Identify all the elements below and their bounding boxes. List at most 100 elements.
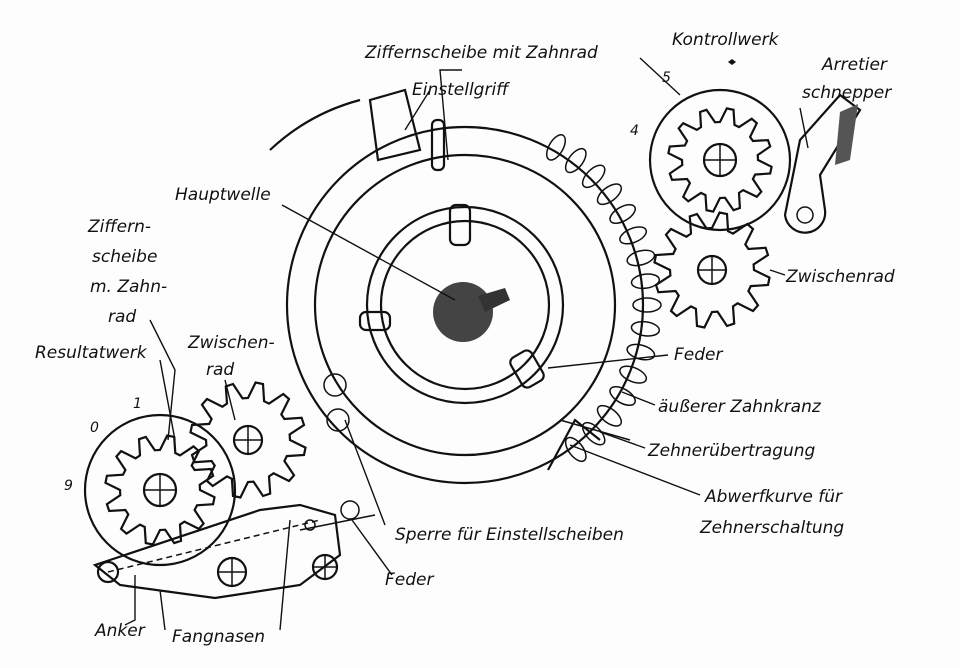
leader-lines (124, 57, 809, 631)
drum-ring (313, 153, 617, 457)
dial-number-left-0: 0 (90, 420, 99, 436)
hauptwelle-shaft (433, 282, 493, 342)
kontrollwerk-hub-cross (704, 144, 736, 176)
leader-kontrollwerk (639, 57, 681, 96)
outer-rim-tooth (564, 436, 587, 463)
rotation-arc (269, 98, 361, 151)
leader-einstellgriff (404, 89, 431, 131)
kontrollwerk-dial-disc (648, 88, 792, 232)
main-drum (269, 88, 645, 485)
outer-rim-tooth (626, 249, 656, 267)
kontrollwerk-mark (728, 59, 736, 65)
label-ziffernscheibe-res-1: Ziffern- (87, 217, 151, 237)
drum-outer-disc (285, 125, 645, 485)
resultatwerk-gear-teeth (104, 434, 216, 546)
anker-hub-cross (218, 558, 246, 586)
label-ziffernscheibe-mit-zahnrad: Ziffernscheibe mit Zahnrad (364, 43, 598, 63)
fangnasen-hub-cross (313, 555, 337, 579)
resultatwerk-assembly (83, 381, 376, 600)
einstellgriff-handle (368, 88, 422, 162)
abwerfkurve-cam (547, 418, 601, 471)
fangnasen-pin (304, 519, 316, 531)
label-zwischenrad-right: Zwischenrad (785, 267, 895, 287)
leader-feder-bottom (351, 519, 393, 576)
drum-inner-ring-outer (365, 205, 565, 405)
label-hauptwelle: Hauptwelle (175, 185, 271, 205)
outer-rim-tooth (632, 297, 662, 313)
label-anker: Anker (94, 621, 146, 641)
einstellgriff-pin (430, 118, 446, 172)
feder-roller (340, 500, 360, 520)
dial-number-left-9: 9 (64, 478, 73, 494)
sperre-roller-1 (323, 373, 347, 397)
zwischenrad-left-gear (189, 381, 307, 499)
anker-plate (92, 503, 342, 600)
resultatwerk-gear (104, 434, 216, 546)
outer-rim-tooth (581, 164, 606, 189)
outer-rim-tooth (545, 134, 567, 161)
leader-sperre (344, 419, 386, 526)
label-resultatwerk: Resultatwerk (35, 343, 148, 363)
label-sperre: Sperre für Einstellscheiben (395, 525, 624, 545)
outer-rim-tooth (609, 203, 636, 225)
label-kontrollwerk: Kontrollwerk (672, 30, 780, 50)
outer-rim-tooth (619, 226, 648, 245)
shaft-key (478, 288, 510, 312)
setting-pin-left (358, 310, 392, 332)
dial-number-left-1: 1 (133, 396, 142, 412)
zwischenrad-right-gear (653, 211, 771, 329)
leader-zehneruebertragung (599, 431, 646, 449)
leader-zwischenrad-left (224, 379, 236, 421)
resultatwerk-dial-disc (83, 413, 237, 567)
labels: Ziffernscheibe mit Zahnrad Kontrollwerk … (35, 30, 895, 647)
outer-rim-tooth (581, 421, 606, 446)
feder-spring-bottom (299, 514, 376, 531)
label-ziffernscheibe-res-2: scheibe (92, 247, 157, 267)
outer-rim-tooth (596, 183, 623, 206)
dial-number-right-5: 5 (662, 70, 671, 86)
zwischenrad-right-hub-cross (698, 256, 726, 284)
label-ziffernscheibe-res-4: rad (108, 307, 136, 327)
label-aeusserer-zahnkranz: äußerer Zahnkranz (658, 397, 822, 417)
zwischenrad-left-gear-teeth (189, 381, 307, 499)
setting-pin-right (509, 349, 545, 389)
arretier-schnepper-lever (783, 93, 862, 234)
drum-inner-ring-inner (379, 219, 551, 391)
leader-fangnasen (159, 519, 291, 631)
label-einstellgriff: Einstellgriff (412, 80, 510, 100)
zwischenrad-right-gear-teeth (653, 211, 771, 329)
label-zehneruebertragung: Zehnerübertragung (647, 441, 816, 461)
anker-pivot (96, 560, 120, 584)
outer-rim-tooth (619, 365, 648, 384)
zwischenrad-left-hub-cross (234, 426, 262, 454)
outer-rim-tooth (564, 147, 587, 174)
leader-arretier (799, 107, 809, 149)
kontrollwerk-assembly (648, 59, 862, 329)
leader-hauptwelle (281, 204, 456, 301)
outer-rim-tooth (609, 385, 636, 407)
label-abwerfkurve-1: Abwerfkurve für (704, 487, 843, 507)
label-zwischenrad-left-2: rad (206, 360, 234, 380)
outer-rim-tooth (596, 404, 623, 427)
outer-rim-tooth (630, 273, 661, 290)
kontrollwerk-gear-teeth (667, 107, 773, 213)
outer-tooth-rim (545, 134, 662, 463)
leader-abwerfkurve (569, 444, 701, 496)
outer-rim-tooth (630, 320, 661, 337)
leader-zwischenrad-right (769, 269, 786, 276)
label-feder-right: Feder (674, 345, 723, 365)
dial-number-right-4: 4 (630, 123, 639, 139)
outer-rim-tooth (626, 343, 656, 361)
label-feder-bottom: Feder (385, 570, 434, 590)
label-ziffernscheibe-res-3: m. Zahn- (90, 277, 167, 297)
label-schnepper: schnepper (802, 83, 892, 103)
label-zwischenrad-left-1: Zwischen- (187, 333, 275, 353)
leader-ziffernscheibe (439, 69, 462, 161)
arretier-pivot (796, 206, 814, 224)
arretier-spring (835, 104, 858, 165)
leader-resultatwerk (159, 359, 176, 441)
label-arretier: Arretier (821, 55, 888, 75)
leader-zahnkranz (621, 391, 656, 406)
label-abwerfkurve-2: Zehnerschaltung (699, 518, 844, 538)
